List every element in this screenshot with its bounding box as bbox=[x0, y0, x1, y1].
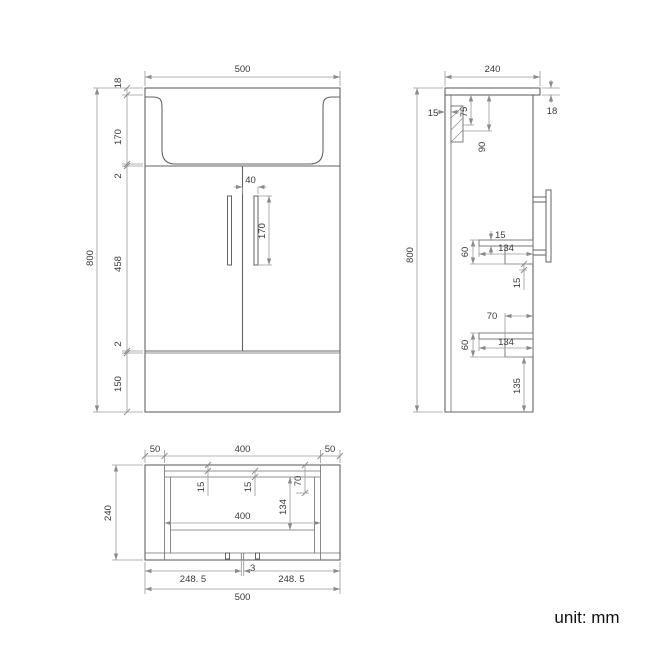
side-mid-15b-label: 15 bbox=[512, 278, 523, 289]
front-handle-length-label: 170 bbox=[257, 223, 268, 239]
plan-door-left-label: 248. 5 bbox=[180, 574, 206, 585]
front-dim-handle-offset: 40 bbox=[234, 175, 267, 194]
plan-top-400-label: 400 bbox=[235, 444, 251, 455]
plan-door-gap-lines bbox=[240, 553, 245, 560]
front-dim-width: 500 bbox=[144, 64, 341, 86]
front-cabinet-outline bbox=[144, 87, 341, 413]
side-door-handle bbox=[532, 189, 552, 263]
front-dim-handle-length: 170 bbox=[257, 195, 272, 266]
plan-right-handle-mark bbox=[255, 552, 260, 560]
front-dim-height: 800 bbox=[85, 87, 143, 413]
side-low-135-label: 135 bbox=[512, 378, 523, 394]
plan-dim-70: 70 bbox=[293, 461, 309, 497]
side-low-60-label: 60 bbox=[460, 340, 471, 351]
front-plinth-label: 150 bbox=[113, 376, 124, 392]
plan-outline bbox=[144, 464, 341, 561]
plan-dim-door-gap: 3 bbox=[240, 560, 255, 576]
side-mid-15-label: 15 bbox=[495, 230, 506, 241]
plan-door-right-label: 248. 5 bbox=[278, 574, 304, 585]
plan-counter-outline bbox=[144, 464, 341, 561]
side-dim-low-135: 135 bbox=[505, 356, 527, 412]
side-dim-counter-thickness: 18 bbox=[542, 80, 560, 117]
front-dim-chain: 18 170 2 458 2 150 bbox=[113, 78, 143, 416]
front-left-door-handle bbox=[227, 195, 232, 266]
plan-back-panel-lines bbox=[164, 470, 321, 478]
front-basin-apron bbox=[145, 96, 340, 165]
side-dim-height: 800 bbox=[405, 87, 443, 413]
side-mid-60-label: 60 bbox=[460, 247, 471, 258]
side-height-label: 800 bbox=[405, 247, 416, 263]
side-counter-thickness-label: 18 bbox=[547, 106, 558, 117]
plan-134-label: 134 bbox=[278, 499, 289, 515]
front-gap-top-label: 2 bbox=[113, 173, 124, 178]
side-dim-back-offset: 15 bbox=[428, 108, 459, 119]
front-basin-height-label: 170 bbox=[113, 129, 124, 145]
plan-70-label: 70 bbox=[293, 476, 304, 487]
front-outline bbox=[144, 87, 341, 413]
plan-side-panel-lines bbox=[164, 465, 321, 560]
plan-15a-label: 15 bbox=[196, 482, 207, 493]
side-dim-75-label: 75 bbox=[459, 107, 470, 118]
side-dim-mid-15b: 15 bbox=[505, 260, 528, 290]
plan-inner-400-label: 400 bbox=[235, 511, 251, 522]
side-dim-low-60: 60 bbox=[460, 332, 505, 358]
plan-left-handle-mark bbox=[225, 552, 230, 560]
front-width-label: 500 bbox=[235, 64, 251, 75]
side-dim-depth: 240 bbox=[444, 64, 541, 86]
front-view: 500 800 18 170 2 458 2 150 40 bbox=[85, 64, 341, 416]
side-dim-90-label: 90 bbox=[477, 142, 488, 153]
front-top-thickness-label: 18 bbox=[113, 78, 124, 89]
front-gap-bottom-label: 2 bbox=[113, 341, 124, 346]
side-mid-134-label: 134 bbox=[498, 243, 514, 254]
side-dim-low-70: 70 bbox=[487, 311, 533, 339]
plan-width-label: 500 bbox=[235, 592, 251, 603]
plan-dim-top-chain: 50 400 50 bbox=[141, 444, 344, 463]
plan-dim-15b: 15 bbox=[243, 467, 259, 496]
side-depth-label: 240 bbox=[485, 64, 501, 75]
plan-15b-label: 15 bbox=[243, 482, 254, 493]
plan-dim-depth: 240 bbox=[103, 464, 143, 561]
side-dim-90: 90 bbox=[463, 95, 492, 152]
front-height-label: 800 bbox=[85, 250, 96, 266]
side-back-offset-label: 15 bbox=[428, 108, 439, 119]
plan-inner-panel-lines bbox=[170, 477, 315, 553]
side-low-70-label: 70 bbox=[487, 311, 498, 322]
plan-dim-inner-400: 400 bbox=[164, 511, 321, 526]
front-handle-offset-label: 40 bbox=[245, 175, 256, 186]
side-dim-mid-134: 134 bbox=[478, 243, 533, 257]
side-dim-75: 75 bbox=[459, 95, 474, 126]
side-low-134-label: 134 bbox=[498, 337, 514, 348]
side-dim-low-134: 134 bbox=[478, 337, 533, 351]
plan-dim-15a: 15 bbox=[196, 461, 212, 496]
side-view: 240 800 18 15 75 90 bbox=[405, 64, 560, 413]
front-right-door-handle bbox=[253, 195, 259, 266]
plan-gap-3-label: 3 bbox=[250, 563, 255, 574]
plan-view: 50 400 50 240 15 15 70 400 bbox=[103, 444, 344, 603]
plan-dim-width: 500 bbox=[145, 586, 340, 603]
unit-label: unit: mm bbox=[554, 608, 619, 627]
plan-right-50-label: 50 bbox=[325, 444, 336, 455]
plan-depth-label: 240 bbox=[103, 505, 114, 521]
front-door-height-label: 458 bbox=[113, 256, 124, 272]
plan-left-50-label: 50 bbox=[150, 444, 161, 455]
side-countertop bbox=[444, 87, 541, 96]
side-dim-mid-60: 60 bbox=[460, 239, 505, 265]
plan-dim-134: 134 bbox=[278, 477, 293, 530]
